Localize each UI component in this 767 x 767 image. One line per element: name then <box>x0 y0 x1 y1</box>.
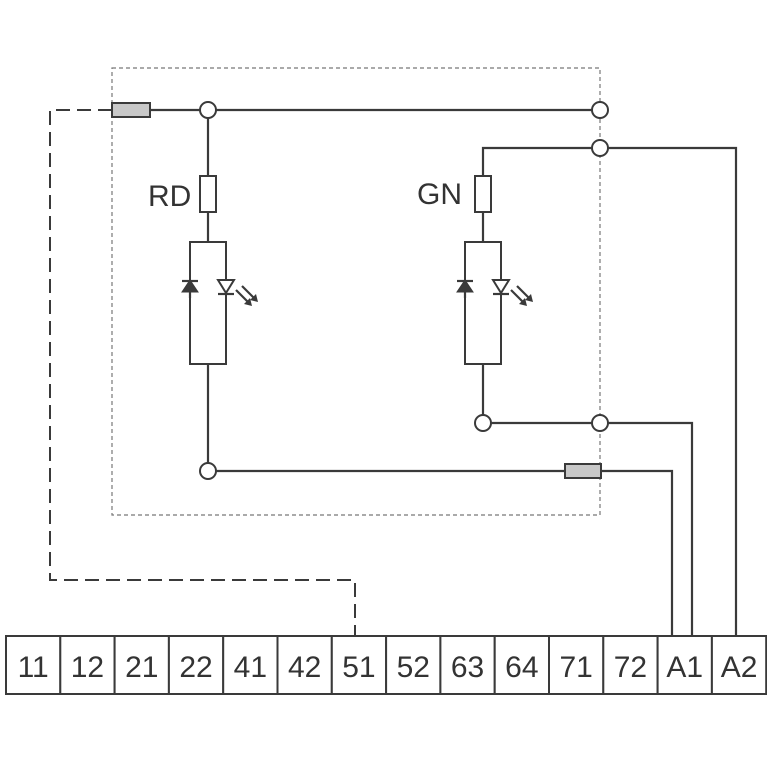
terminal-box <box>330 635 388 695</box>
terminal-label: 71 <box>559 651 592 684</box>
terminal-box <box>493 635 551 695</box>
rd-diode-icon <box>181 279 199 298</box>
a2-link-wire <box>608 146 738 636</box>
gn-led-icon <box>491 279 533 306</box>
rd-label: RD <box>148 180 191 213</box>
terminal-label: 63 <box>451 651 484 684</box>
terminal-42: 42 <box>276 635 333 695</box>
terminal-box <box>602 635 659 695</box>
terminal-box <box>385 635 442 695</box>
terminal-label: 22 <box>179 651 212 684</box>
terminal-64: 64 <box>493 635 551 695</box>
gn-branch-wire-top <box>481 146 600 176</box>
terminal-21: 21 <box>113 635 170 695</box>
terminal-box <box>5 635 62 695</box>
terminal-52: 52 <box>385 635 442 695</box>
terminal-12: 12 <box>59 635 116 695</box>
terminal-label: 42 <box>288 651 321 684</box>
terminal-box <box>439 635 496 695</box>
gn-led-housing <box>464 241 502 365</box>
terminal-A2: A2 <box>710 635 767 695</box>
terminal-label: 11 <box>18 651 49 684</box>
terminal-63: 63 <box>439 635 496 695</box>
terminal-label: A2 <box>721 651 758 684</box>
a1-link-wire <box>601 469 674 636</box>
terminal-box <box>167 635 225 695</box>
terminal-71: 71 <box>548 635 605 695</box>
terminal-box <box>276 635 333 695</box>
terminal-51: 51 <box>330 635 388 695</box>
gn-a1-link-wire <box>608 421 694 636</box>
terminal-label: 41 <box>234 651 267 684</box>
terminal-label: 12 <box>71 651 104 684</box>
terminal-label: 21 <box>125 651 158 684</box>
bottom-contact-block <box>564 463 602 479</box>
gn-diode-icon <box>456 279 474 298</box>
terminal-box <box>113 635 170 695</box>
rd-resistor <box>199 175 217 213</box>
node-top-right <box>591 101 609 119</box>
gn-resistor <box>474 175 492 213</box>
terminal-box <box>710 635 767 695</box>
terminal-label: 64 <box>505 651 538 684</box>
terminal-A1: A1 <box>656 635 713 695</box>
terminal-box <box>548 635 605 695</box>
dashed-link-wire <box>49 109 356 636</box>
terminal-label: 52 <box>397 651 430 684</box>
node-gn-bottom-left <box>474 414 492 432</box>
terminal-label: 51 <box>342 651 375 684</box>
terminal-strip: 11 12 21 22 41 42 51 52 63 64 71 72 A1 A2 <box>5 635 767 695</box>
terminal-label: A1 <box>666 651 703 684</box>
gn-label: GN <box>417 178 462 211</box>
node-gn-bottom-right <box>591 414 609 432</box>
top-contact-block <box>111 102 151 118</box>
terminal-72: 72 <box>602 635 659 695</box>
node-gn-top <box>591 139 609 157</box>
node-rd-bottom <box>199 462 217 480</box>
node-top-left <box>199 101 217 119</box>
terminal-box <box>222 635 279 695</box>
rd-led-icon <box>216 279 258 306</box>
terminal-22: 22 <box>167 635 225 695</box>
terminal-41: 41 <box>222 635 279 695</box>
terminal-label: 72 <box>614 651 647 684</box>
module-frame <box>111 67 601 516</box>
rd-led-housing <box>189 241 227 365</box>
terminal-11: 11 <box>5 635 62 695</box>
